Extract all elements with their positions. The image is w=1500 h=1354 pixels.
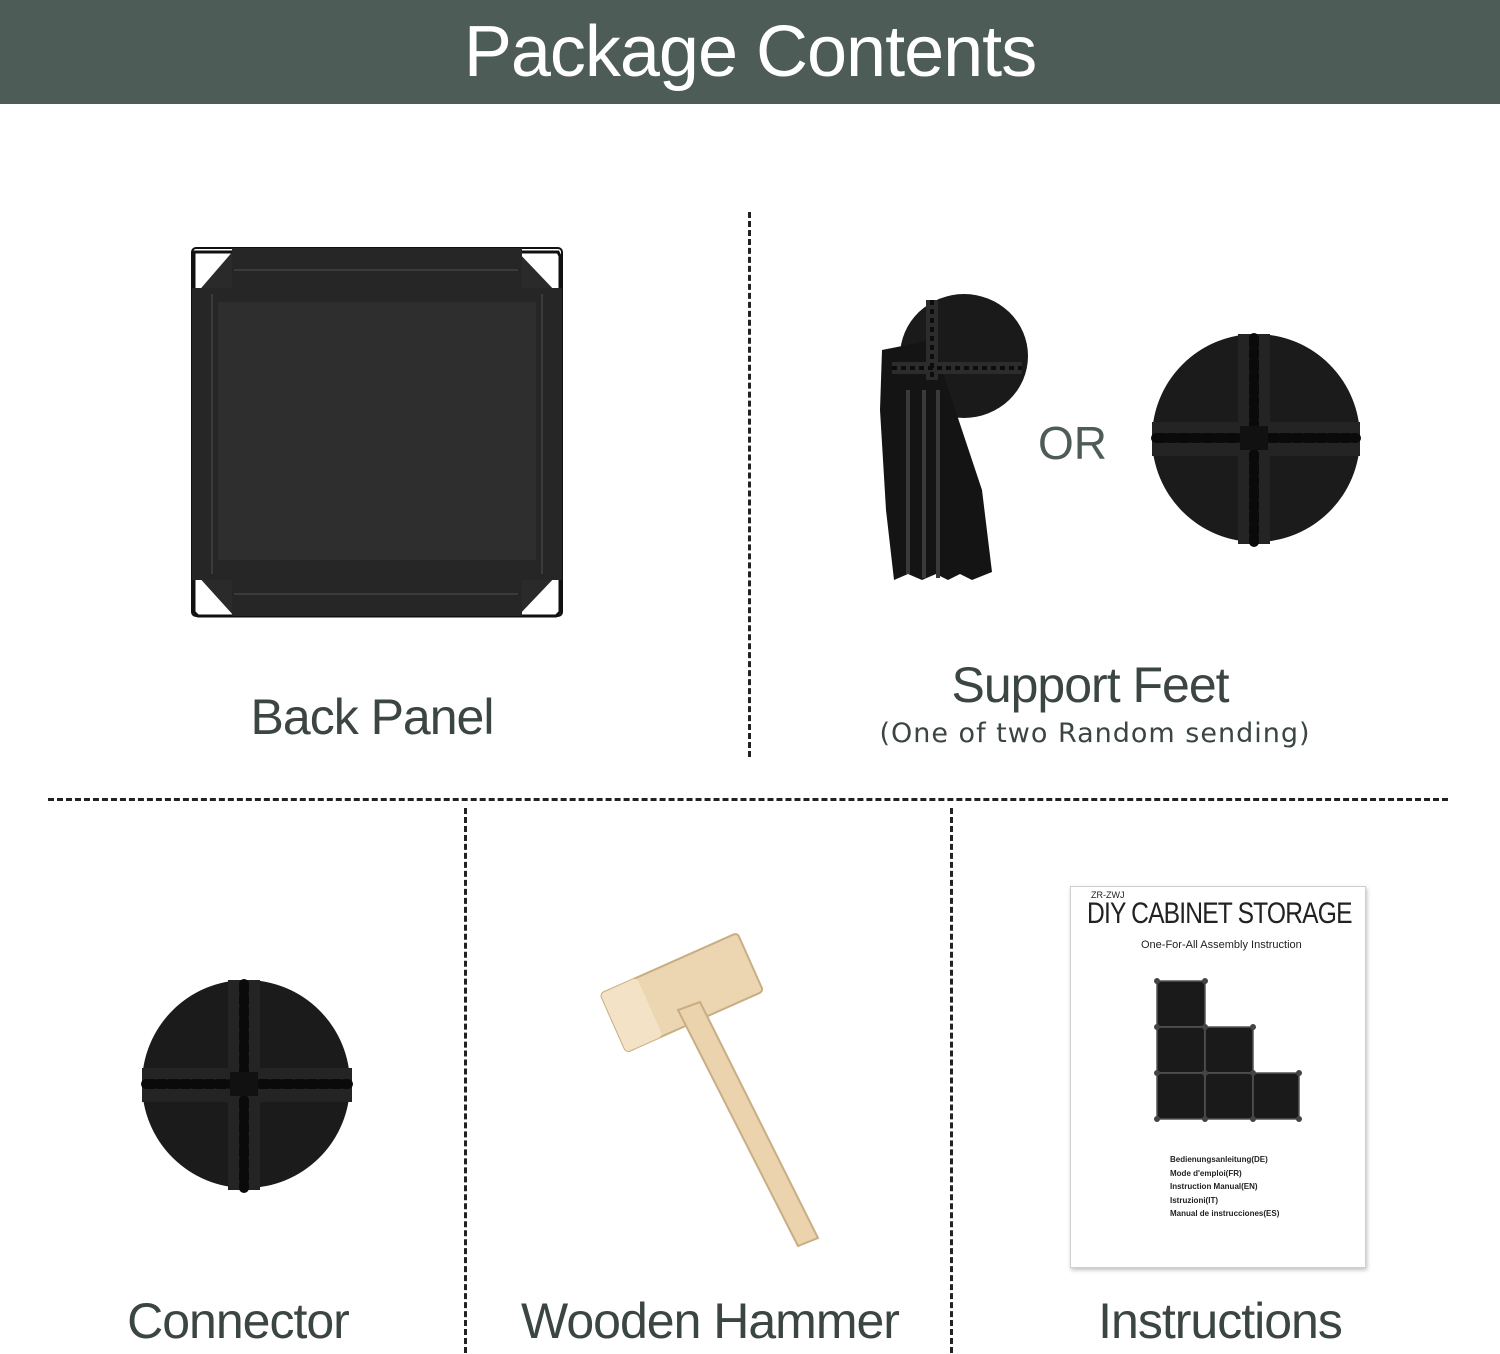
instructions-label: Instructions xyxy=(1098,1293,1343,1349)
connector-label: Connector xyxy=(127,1293,350,1349)
manual-language: Mode d'emploi(FR) xyxy=(1170,1168,1242,1178)
page-header: Package Contents xyxy=(0,0,1500,104)
support-feet-note: (One of two Random sending) xyxy=(879,718,1311,749)
manual-language: Manual de instrucciones(ES) xyxy=(1170,1209,1280,1218)
divider-vertical-bottom-right xyxy=(950,808,953,1353)
manual-language: Instruction Manual(EN) xyxy=(1170,1182,1258,1191)
back-panel-label: Back Panel xyxy=(250,689,495,745)
manual-language: Istruzioni(IT) xyxy=(1170,1195,1218,1205)
wooden-hammer-image xyxy=(600,933,820,1248)
instruction-manual-image: ZR-ZWJ DIY CABINET STORAGE One-For-All A… xyxy=(1070,886,1366,1268)
manual-subtitle: One-For-All Assembly Instruction xyxy=(1141,939,1302,951)
manual-languages: Bedienungsanleitung(DE) Mode d'emploi(FR… xyxy=(1170,1153,1279,1221)
manual-title: DIY CABINET STORAGE xyxy=(1087,897,1352,930)
divider-vertical-top xyxy=(748,212,751,757)
wooden-hammer-label: Wooden Hammer xyxy=(521,1293,900,1349)
manual-language: Bedienungsanleitung(DE) xyxy=(1170,1155,1268,1164)
divider-vertical-bottom-left xyxy=(464,808,467,1353)
manual-code: ZR-ZWJ xyxy=(1091,890,1125,900)
or-text: OR xyxy=(1038,417,1107,469)
support-foot-tall-image xyxy=(880,294,1028,580)
page-title: Package Contents xyxy=(463,12,1037,92)
back-panel-image xyxy=(191,247,563,618)
support-foot-round-image xyxy=(1151,333,1361,547)
support-feet-label: Support Feet xyxy=(951,657,1229,713)
divider-horizontal xyxy=(48,798,1448,801)
cube-cabinet-illustration xyxy=(1154,978,1302,1122)
connector-image xyxy=(141,979,353,1193)
